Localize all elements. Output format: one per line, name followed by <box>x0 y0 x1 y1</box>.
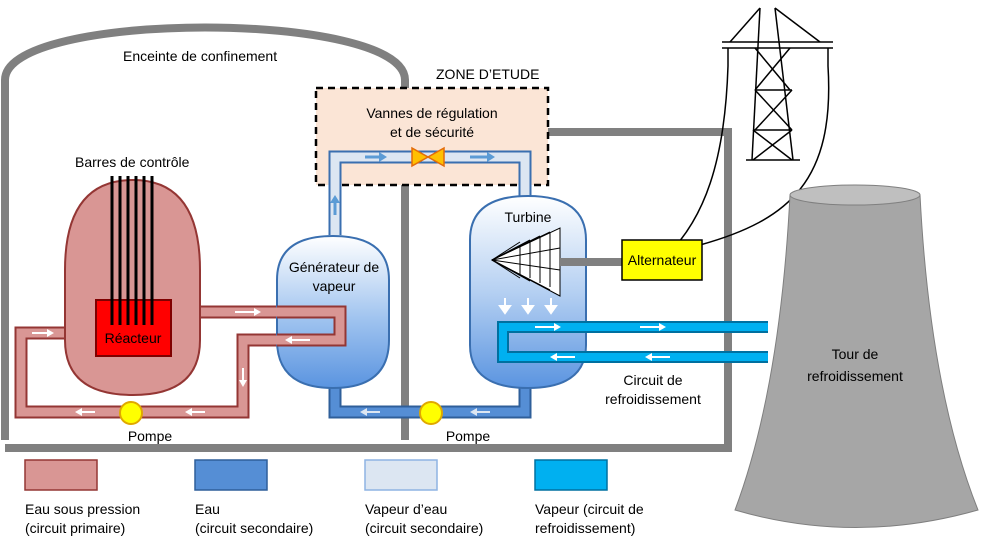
turbine-blades-icon <box>490 227 561 297</box>
turbine-label: Turbine <box>505 209 552 225</box>
legend-secondary-water-line1: Eau <box>195 501 220 517</box>
pylon-icon <box>663 7 833 259</box>
containment-building <box>0 23 409 440</box>
study-zone-label: ZONE D’ETUDE <box>436 66 539 82</box>
legend-primary-label: Eau sous pression (circuit primaire) <box>25 500 140 538</box>
control-rods <box>110 176 154 325</box>
legend-swatch-primary <box>24 459 98 491</box>
cooling-tower-rim <box>789 184 921 206</box>
secondary-pump-icon <box>419 401 443 425</box>
legend-swatch-steam <box>364 459 438 491</box>
secondary-pump-label: Pompe <box>446 428 491 444</box>
legend-steam-line1: Vapeur d’eau <box>365 501 448 517</box>
legend-cooling-line1: Vapeur (circuit de <box>535 501 644 517</box>
legend-swatch-secondary-water <box>194 459 268 491</box>
legend-cooling-label: Vapeur (circuit de refroidissement) <box>535 500 644 538</box>
alternator-box <box>621 239 703 281</box>
valves-label-2: et de sécurité <box>390 124 474 140</box>
legend-secondary-water-label: Eau (circuit secondaire) <box>195 500 313 538</box>
steam-generator-label-2: vapeur <box>313 278 356 294</box>
turbine-hall <box>5 128 732 452</box>
cooling-tower-label: Tour de <box>832 346 879 362</box>
valves-label: Vannes de régulation <box>366 105 497 121</box>
reactor-label: Réacteur <box>105 330 162 346</box>
legend-steam-label: Vapeur d’eau (circuit secondaire) <box>365 500 483 538</box>
containment-label: Enceinte de confinement <box>123 48 277 64</box>
reactor-core <box>95 299 172 357</box>
primary-pump-icon <box>119 401 143 425</box>
legend-secondary-water-line2: (circuit secondaire) <box>195 520 314 536</box>
condensation-arrows <box>498 298 558 315</box>
control-rods-label: Barres de contrôle <box>75 154 190 170</box>
turbine-shaft <box>560 258 624 266</box>
steam-generator-label: Générateur de <box>289 259 379 275</box>
legend-swatch-cooling <box>534 459 608 491</box>
cooling-tower-label-2: refroidissement <box>807 368 903 384</box>
primary-pump-label: Pompe <box>128 428 173 444</box>
legend-cooling-line2: refroidissement) <box>535 520 636 536</box>
flow-arrows <box>32 152 670 416</box>
legend-primary-line2: (circuit primaire) <box>25 520 126 536</box>
study-zone-box <box>314 86 550 187</box>
cooling-circuit-label-2: refroidissement <box>605 391 701 407</box>
cooling-circuit-label: Circuit de <box>623 372 682 388</box>
alternator-label: Alternateur <box>628 252 697 268</box>
valve-icon <box>411 146 445 168</box>
legend-primary-line1: Eau sous pression <box>25 501 141 517</box>
reactor-vessel <box>64 178 201 397</box>
legend-steam-line2: (circuit secondaire) <box>365 520 484 536</box>
